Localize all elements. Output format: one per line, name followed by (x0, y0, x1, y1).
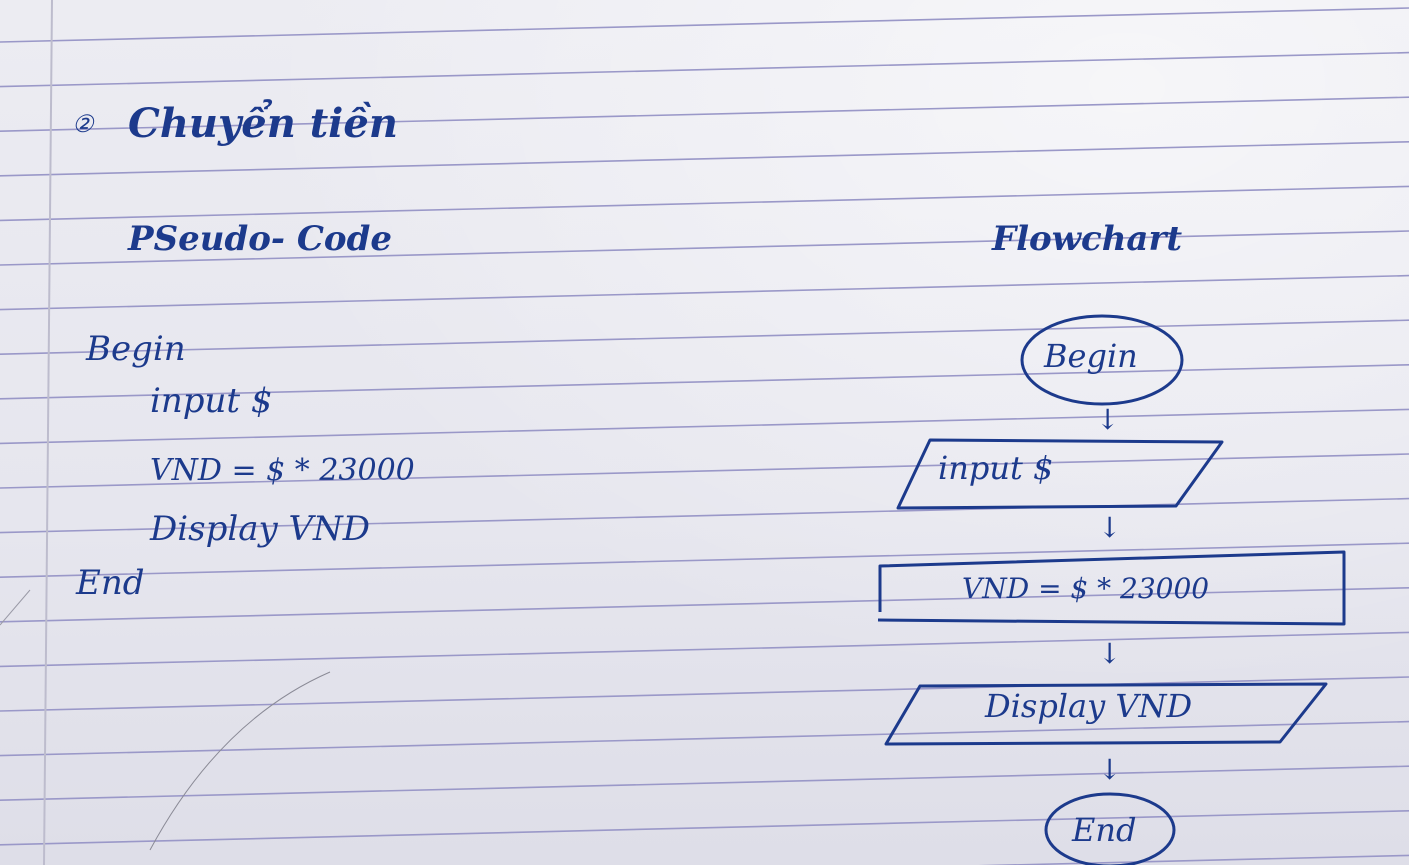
ruled-line (0, 141, 1409, 177)
stray-pencil-mark (149, 671, 331, 851)
pseudocode-line-input: input $ (150, 381, 273, 421)
ruled-line (0, 319, 1409, 355)
flowchart-begin-terminator (1020, 314, 1184, 406)
flowchart-process-box (877, 550, 1346, 626)
ruled-line (0, 274, 1409, 311)
pseudocode-line-end: End (76, 563, 145, 603)
ruled-line (0, 587, 1409, 623)
ruled-line (0, 676, 1409, 712)
pseudocode-line-begin: Begin (86, 329, 186, 369)
flowchart-process-label: VND = $ * 23000 (962, 572, 1210, 605)
ruled-line (0, 7, 1409, 43)
flowchart-arrow: ↓ (1096, 403, 1120, 436)
flowchart-begin-label: Begin (1044, 337, 1138, 375)
pseudocode-line-compute: VND = $ * 23000 (150, 453, 415, 488)
item-number: ② (72, 110, 94, 138)
ruled-line (0, 542, 1409, 578)
stray-pencil-mark-2 (0, 589, 31, 626)
pseudocode-heading: PSeudo- Code (128, 219, 393, 259)
pseudocode-line-display: Display VND (150, 509, 371, 549)
flowchart-display-parallelogram (884, 682, 1328, 746)
ruled-line (0, 720, 1409, 757)
ruled-line (0, 364, 1409, 400)
ruled-line (0, 230, 1409, 266)
flowchart-arrow: ↓ (1098, 637, 1122, 670)
ruled-line (0, 765, 1409, 801)
flowchart-end-terminator (1044, 792, 1176, 865)
flowchart-arrow: ↓ (1098, 753, 1122, 786)
ruled-line (0, 631, 1409, 668)
flowchart-heading: Flowchart (992, 219, 1183, 259)
flowchart-end-label: End (1072, 811, 1137, 849)
ruled-lines (0, 7, 1409, 865)
ruled-line (0, 408, 1409, 445)
flowchart-input-parallelogram (896, 438, 1224, 510)
flowchart-arrow: ↓ (1098, 511, 1122, 544)
ruled-line (978, 854, 1409, 865)
page-title: Chuyển tiền (128, 100, 398, 147)
ruled-line (0, 497, 1409, 534)
ruled-line (0, 453, 1409, 489)
ruled-line (0, 810, 1409, 846)
flowchart-display-label: Display VND (985, 687, 1193, 725)
ruled-line (0, 185, 1409, 222)
ruled-line (0, 96, 1409, 132)
margin-line (43, 0, 53, 865)
ruled-line (0, 51, 1409, 88)
flowchart-input-label: input $ (938, 449, 1054, 487)
